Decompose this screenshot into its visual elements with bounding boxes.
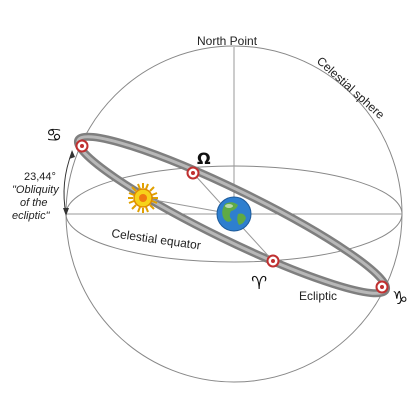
obliquity-value: 23,44° [24,171,56,183]
marker-node-point [186,166,200,180]
obliquity-text-line1: "Obliquity [12,184,60,196]
aries-symbol: ♈ [251,273,267,294]
sun-icon [128,183,158,213]
earth-icon [216,196,252,232]
ecliptic-label: Ecliptic [299,289,337,303]
cancer-symbol: ♋ [46,125,62,146]
celestial-sphere-label: Celestial sphere [314,54,388,122]
marker-aries-point [266,254,280,268]
north-point-label: North Point [197,34,258,48]
marker-capricorn-point [375,280,389,294]
capricorn-symbol: ♑ [392,288,408,309]
ascending-node-symbol: Ω [197,149,211,168]
obliquity-text-line2: of the [20,197,48,209]
marker-cancer-point [75,139,89,153]
celestial-equator-label: Celestial equator [111,226,202,252]
obliquity-arc [63,150,75,216]
obliquity-text-line3: ecliptic" [12,210,51,222]
